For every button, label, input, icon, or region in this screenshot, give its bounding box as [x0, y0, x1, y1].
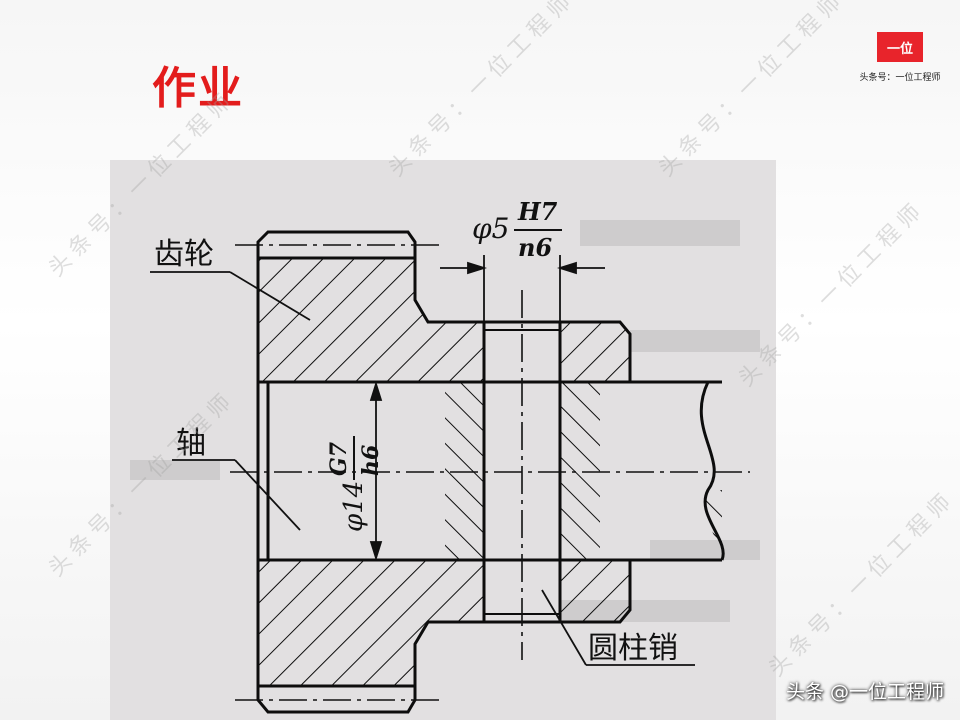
shaft-hatch-left [445, 382, 484, 560]
pin-fit-base: φ5 [472, 212, 509, 245]
logo-subtitle: 头条号：一位工程师 [859, 73, 941, 83]
shaft-end [256, 380, 270, 562]
pin-fit-upper: H7 [517, 197, 558, 226]
slide-title: 作业 [152, 63, 244, 114]
dimensions [150, 255, 695, 666]
hub-lower-right-hatch [558, 558, 632, 624]
gear-section [256, 230, 632, 714]
bore-fit-lower: h6 [358, 445, 384, 476]
shaft-leader [234, 459, 301, 531]
label-shaft: 轴 [176, 426, 206, 461]
bore-fit-base: φ14 [339, 481, 369, 532]
pin-arrow-right [556, 261, 577, 275]
pin-fit-lower: n6 [518, 233, 552, 262]
bore-fit: φ14 G7 h6 [326, 436, 384, 532]
pin-leader [541, 589, 587, 666]
gear-leader [229, 271, 311, 321]
gear-tooth-top [256, 230, 417, 260]
bore-arrow-bottom [369, 541, 383, 562]
gear-tooth-bottom [256, 684, 417, 714]
footer-credit: 头条 @一位工程师 [785, 681, 944, 703]
center-lines [230, 244, 750, 701]
shaft-hatch-right [560, 382, 600, 560]
logo-badge: 一位 [877, 32, 923, 62]
assembly-drawing: 齿轮 轴 圆柱销 φ5 H7 n6 φ14 G7 h6 [130, 197, 760, 714]
watermark: 头条号：一位工程师 [654, 0, 851, 182]
shaft [256, 380, 725, 562]
bore-fit-upper: G7 [326, 441, 352, 476]
gear-upper-hatch [256, 256, 486, 384]
brand-logo: 一位 头条号：一位工程师 [850, 28, 950, 94]
drawing-photo: 齿轮 轴 圆柱销 φ5 H7 n6 φ14 G7 h6 [110, 160, 776, 720]
drawing-labels: 齿轮 轴 圆柱销 φ5 H7 n6 φ14 G7 h6 [154, 197, 678, 666]
watermark: 头条号：一位工程师 [764, 486, 960, 682]
hub-upper-right-hatch [558, 320, 632, 384]
label-gear: 齿轮 [154, 237, 214, 272]
pin-arrow-left [467, 261, 488, 275]
bore-arrow-top [369, 380, 383, 401]
label-pin: 圆柱销 [588, 631, 678, 666]
watermark: 头条号：一位工程师 [384, 0, 581, 182]
shaft-break-hatch [704, 490, 722, 560]
gear-lower-hatch [256, 558, 486, 688]
